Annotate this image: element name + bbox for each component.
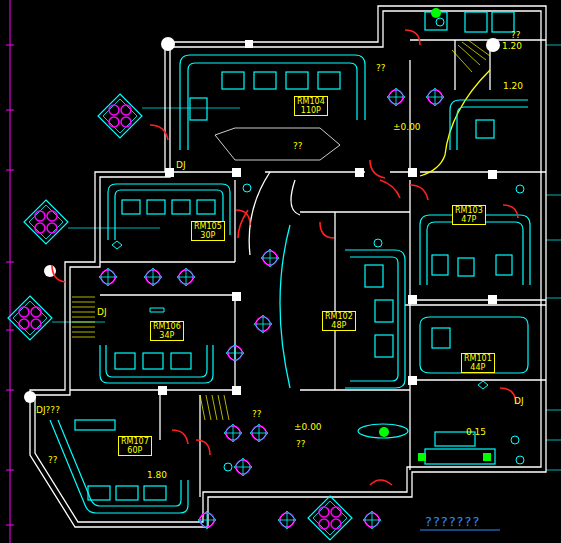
plan-note: 1.80 (147, 470, 167, 480)
plan-note: ?? (296, 439, 306, 449)
room-tag: RM10347P (452, 205, 486, 225)
room-label: 47P (455, 215, 483, 224)
drawing-title: ??????? (425, 514, 480, 529)
plan-note: ?? (293, 141, 303, 151)
label-holder: ?? (48, 448, 58, 467)
plan-note: DJ (97, 307, 107, 317)
room-label: 48P (325, 321, 353, 330)
plan-note: ?? (376, 63, 386, 73)
plan-note: DJ??? (36, 405, 60, 415)
label-holder: 0.15 (466, 420, 486, 439)
room-label: RM104 (297, 97, 325, 106)
room-tag: RM10530P (191, 221, 225, 241)
plan-note: 1.20 (502, 41, 522, 51)
room-tag: RM10634P (150, 321, 184, 341)
label-holder: 1.20 (503, 74, 523, 93)
label-holder: ±0.00 (393, 115, 421, 134)
room-tag: RM10144P (461, 353, 495, 373)
label-holder: ??????? (425, 511, 480, 530)
room-label: 30P (194, 231, 222, 240)
label-holder: DJ (176, 153, 186, 172)
lamps (8, 88, 444, 540)
grid-marks (6, 0, 14, 543)
plan-note: ±0.00 (294, 422, 322, 432)
title-underline (420, 530, 500, 531)
plan-note: ?? (48, 455, 58, 465)
plan-note: ?? (252, 409, 262, 419)
plan-note: ?? (511, 30, 521, 40)
plan-note: 0.15 (466, 427, 486, 437)
room-tag: RM10760P (118, 436, 152, 456)
label-holder: DJ (514, 389, 524, 408)
plan-note: ±0.00 (393, 122, 421, 132)
green-lights (379, 8, 491, 461)
room-label: RM105 (194, 222, 222, 231)
room-label: RM106 (153, 322, 181, 331)
room-tag: RM104110P (294, 96, 328, 116)
room-label: 34P (153, 331, 181, 340)
sofas (50, 12, 530, 513)
room-tag: RM10248P (322, 311, 356, 331)
columns (24, 37, 500, 403)
plan-note: 1.20 (503, 81, 523, 91)
walls (30, 6, 546, 527)
label-holder: ?? (376, 56, 386, 75)
label-holder: ?? (511, 23, 521, 42)
room-label: 44P (464, 363, 492, 372)
room-label: RM103 (455, 206, 483, 215)
plan-note: DJ (514, 396, 524, 406)
room-label: 110P (297, 106, 325, 115)
label-holder: ±0.00 (294, 415, 322, 434)
label-holder: ?? (293, 134, 303, 153)
plan-note: DJ (176, 160, 186, 170)
label-holder: DJ??? (36, 398, 60, 417)
label-holder: 1.80 (147, 463, 167, 482)
leader-lines (52, 45, 561, 470)
fixtures (112, 18, 524, 471)
room-label: RM101 (464, 354, 492, 363)
room-label: RM102 (325, 312, 353, 321)
room-label: RM107 (121, 437, 149, 446)
label-holder: DJ (97, 300, 107, 319)
room-label: 60P (121, 446, 149, 455)
label-holder: ?? (296, 432, 306, 451)
label-holder: ?? (252, 402, 262, 421)
doors (52, 30, 518, 485)
